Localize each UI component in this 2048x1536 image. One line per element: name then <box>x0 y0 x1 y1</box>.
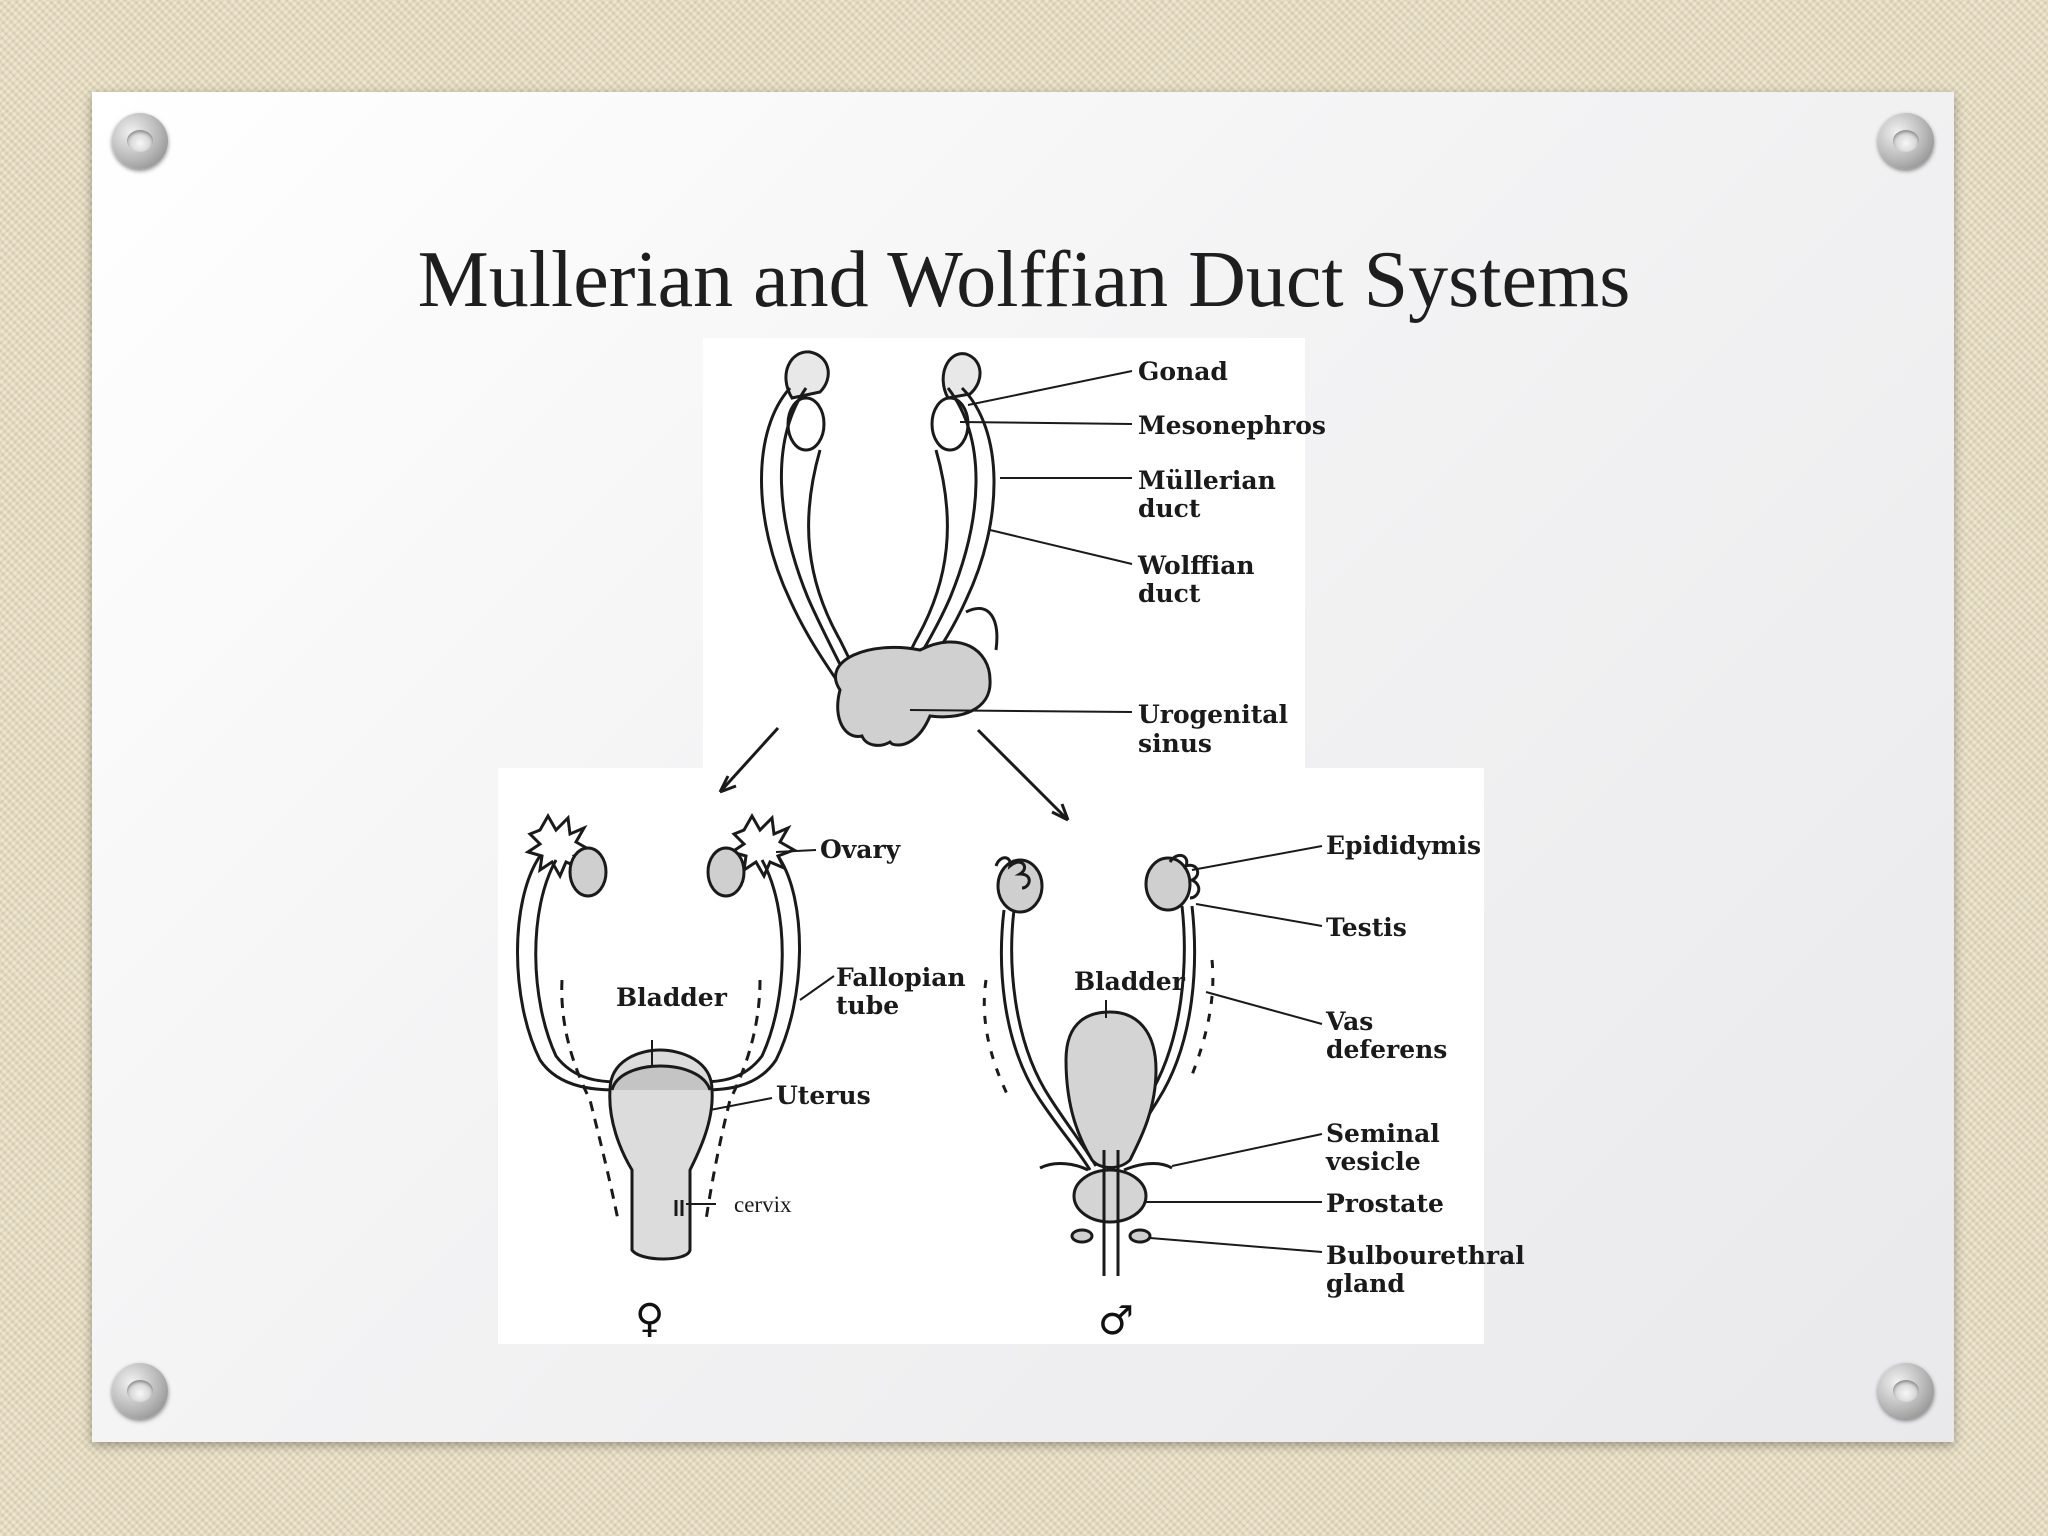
label-vas-line2: deferens <box>1326 1035 1447 1064</box>
female-system-drawing <box>516 812 801 1261</box>
label-seminal-line1: Seminal <box>1326 1119 1440 1148</box>
label-bulbourethral-line1: Bulbourethral <box>1326 1241 1525 1270</box>
female-symbol-icon: ♀ <box>635 1296 664 1342</box>
label-vas-line1: Vas <box>1325 1007 1373 1036</box>
slide-title: Mullerian and Wolffian Duct Systems <box>417 236 1631 324</box>
label-testis: Testis <box>1326 913 1407 942</box>
label-female-bladder: Bladder <box>616 983 728 1012</box>
label-prostate: Prostate <box>1326 1189 1444 1218</box>
top-leader-lines <box>909 370 1133 713</box>
female-leader-lines <box>651 849 835 1205</box>
label-ovary: Ovary <box>820 835 902 864</box>
label-seminal-line2: vesicle <box>1325 1147 1421 1176</box>
label-mullerian-line2: duct <box>1138 494 1201 523</box>
label-gonad: Gonad <box>1138 357 1228 386</box>
label-male-bladder: Bladder <box>1074 967 1186 996</box>
label-fallopian-line1: Fallopian <box>836 963 966 992</box>
label-bulbourethral-line2: gland <box>1326 1269 1405 1298</box>
male-symbol-icon: ♂ <box>1098 1298 1134 1344</box>
label-urogenital-line1: Urogenital <box>1138 700 1288 729</box>
label-fallopian-line2: tube <box>836 991 899 1020</box>
male-system-drawing <box>982 853 1215 1276</box>
grommet-bottom-right-icon <box>1878 1363 1934 1419</box>
indifferent-stage-drawing <box>718 350 1070 822</box>
label-cervix: cervix <box>734 1192 792 1217</box>
male-leader-lines <box>1105 845 1323 1253</box>
label-mesonephros: Mesonephros <box>1138 411 1326 440</box>
label-epididymis: Epididymis <box>1326 831 1481 860</box>
label-wolffian-line1: Wolffian <box>1137 551 1255 580</box>
label-uterus: Uterus <box>776 1081 871 1110</box>
grommet-top-left-icon <box>112 113 168 169</box>
grommet-bottom-left-icon <box>112 1363 168 1419</box>
label-urogenital-line2: sinus <box>1138 729 1212 758</box>
grommet-top-right-icon <box>1878 113 1934 169</box>
label-mullerian-line1: Müllerian <box>1138 466 1276 495</box>
label-wolffian-line2: duct <box>1138 579 1201 608</box>
